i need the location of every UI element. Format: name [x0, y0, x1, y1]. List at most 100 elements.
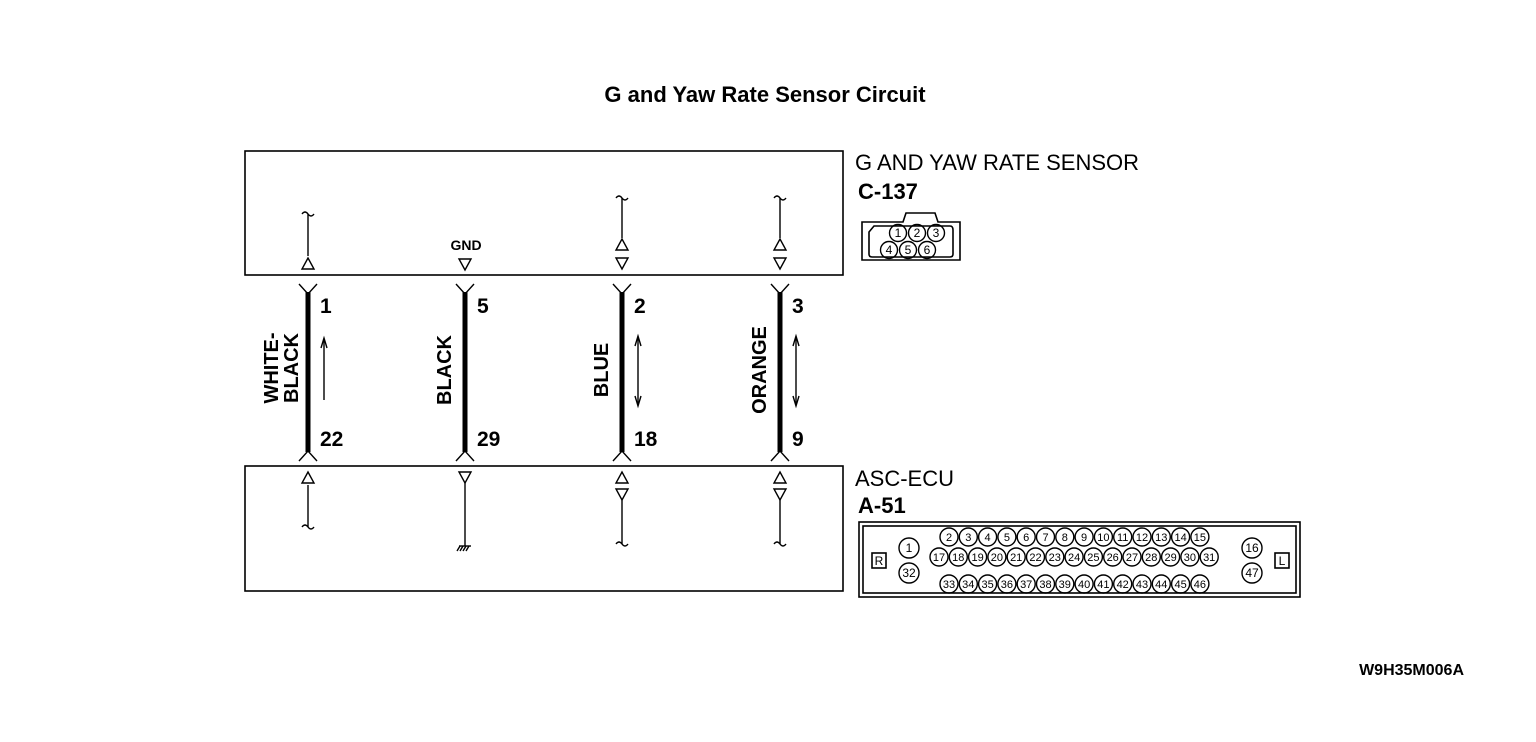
svg-text:18: 18: [952, 552, 964, 564]
ecu-pin-10: 10: [1093, 527, 1114, 547]
svg-text:9: 9: [1081, 532, 1087, 544]
ecu-pin-42: 42: [1112, 574, 1133, 594]
svg-text:4: 4: [886, 243, 893, 257]
svg-text:13: 13: [1155, 532, 1167, 544]
svg-text:6: 6: [924, 243, 931, 257]
ecu-pin-31: 31: [1199, 547, 1219, 567]
svg-text:12: 12: [1136, 532, 1148, 544]
wire-color-label: WHITE-: [261, 332, 283, 403]
ecu-pin-8: 8: [1055, 527, 1075, 547]
wire-color-label: ORANGE: [749, 326, 771, 414]
svg-text:43: 43: [1136, 579, 1148, 591]
ecu-pin-22: 22: [1025, 547, 1046, 567]
svg-text:5: 5: [1004, 532, 1010, 544]
sensor-connector-id: C-137: [858, 179, 918, 204]
ecu-pin-4: 4: [977, 527, 998, 547]
ecu-pin-14: 14: [1170, 527, 1191, 547]
sensor-pin-5: 5: [898, 240, 918, 260]
svg-text:15: 15: [1194, 532, 1206, 544]
svg-text:36: 36: [1001, 579, 1013, 591]
svg-text:46: 46: [1194, 579, 1206, 591]
sensor-terminal-5: [457, 258, 473, 272]
svg-text:25: 25: [1087, 552, 1099, 564]
ecu-terminal-22: [300, 470, 316, 530]
ecu-pin-44: 44: [1151, 574, 1172, 594]
svg-text:26: 26: [1107, 552, 1119, 564]
ecu-side-right-label: R: [875, 554, 884, 568]
svg-text:42: 42: [1117, 579, 1129, 591]
ecu-pin-46: 46: [1190, 574, 1210, 594]
sensor-terminal-2: [614, 195, 630, 271]
ecu-terminal-29: [456, 471, 473, 552]
ecu-pin-28: 28: [1141, 547, 1162, 567]
ecu-pin-41: 41: [1093, 574, 1114, 594]
svg-text:2: 2: [946, 532, 952, 544]
svg-text:24: 24: [1068, 552, 1080, 564]
ecu-pin-number: 18: [634, 428, 658, 451]
svg-text:2: 2: [914, 226, 921, 240]
ecu-pin-20: 20: [987, 547, 1007, 567]
svg-text:30: 30: [1184, 552, 1196, 564]
diagram-title: G and Yaw Rate Sensor Circuit: [604, 82, 926, 107]
ecu-terminal-18: [614, 470, 630, 547]
svg-text:4: 4: [985, 532, 991, 544]
figure-code: W9H35M006A: [1359, 662, 1464, 679]
sensor-pin-number: 5: [477, 295, 489, 318]
svg-text:47: 47: [1245, 566, 1259, 580]
svg-text:37: 37: [1020, 579, 1032, 591]
sensor-name: G AND YAW RATE SENSOR: [855, 150, 1139, 175]
svg-text:3: 3: [933, 226, 940, 240]
svg-text:32: 32: [902, 566, 916, 580]
ecu-pin-2: 2: [939, 527, 959, 547]
svg-text:44: 44: [1155, 579, 1167, 591]
svg-text:34: 34: [962, 579, 974, 591]
ecu-pin-37: 37: [1016, 574, 1036, 594]
svg-text:21: 21: [1010, 552, 1022, 564]
svg-text:23: 23: [1049, 552, 1061, 564]
ecu-pin-27: 27: [1122, 547, 1142, 567]
ecu-pin-3: 3: [958, 527, 978, 547]
ecu-pin-19: 19: [967, 547, 988, 567]
svg-text:20: 20: [991, 552, 1003, 564]
sensor-pin-number: 3: [792, 295, 804, 318]
svg-text:14: 14: [1174, 532, 1186, 544]
svg-text:45: 45: [1174, 579, 1186, 591]
svg-text:39: 39: [1059, 579, 1071, 591]
sensor-internal-circuit: [300, 195, 788, 552]
svg-text:35: 35: [981, 579, 993, 591]
ecu-pin-36: 36: [997, 574, 1017, 594]
gnd-label: GND: [450, 237, 481, 253]
ecu-pin-number: 22: [320, 428, 343, 451]
sensor-box: [244, 150, 844, 276]
ecu-connector-id: A-51: [858, 493, 906, 518]
ecu-pin-40: 40: [1074, 574, 1094, 594]
ecu-pin-30: 30: [1180, 547, 1200, 567]
ecu-pin-9: 9: [1074, 527, 1094, 547]
ecu-pin-18: 18: [948, 547, 968, 567]
sensor-pin-6: 6: [917, 240, 937, 260]
sensor-pin-4: 4: [879, 240, 899, 260]
svg-text:1: 1: [895, 226, 902, 240]
ecu-pin-1: 1: [898, 537, 920, 559]
sensor-pin-number: 1: [320, 295, 332, 318]
ecu-pin-24: 24: [1064, 547, 1084, 567]
wire-color-label: BLUE: [591, 343, 613, 397]
svg-text:11: 11: [1117, 532, 1128, 544]
ecu-pin-21: 21: [1006, 547, 1026, 567]
svg-text:7: 7: [1042, 532, 1048, 544]
ecu-pin-5: 5: [997, 527, 1017, 547]
ecu-pin-23: 23: [1045, 547, 1065, 567]
ecu-pin-12: 12: [1132, 527, 1152, 547]
svg-text:41: 41: [1097, 579, 1109, 591]
ecu-pin-39: 39: [1055, 574, 1075, 594]
ecu-pin-47: 47: [1241, 562, 1263, 584]
ecu-pin-45: 45: [1170, 574, 1191, 594]
svg-text:10: 10: [1097, 532, 1109, 544]
ecu-pin-11: 11: [1112, 527, 1133, 547]
